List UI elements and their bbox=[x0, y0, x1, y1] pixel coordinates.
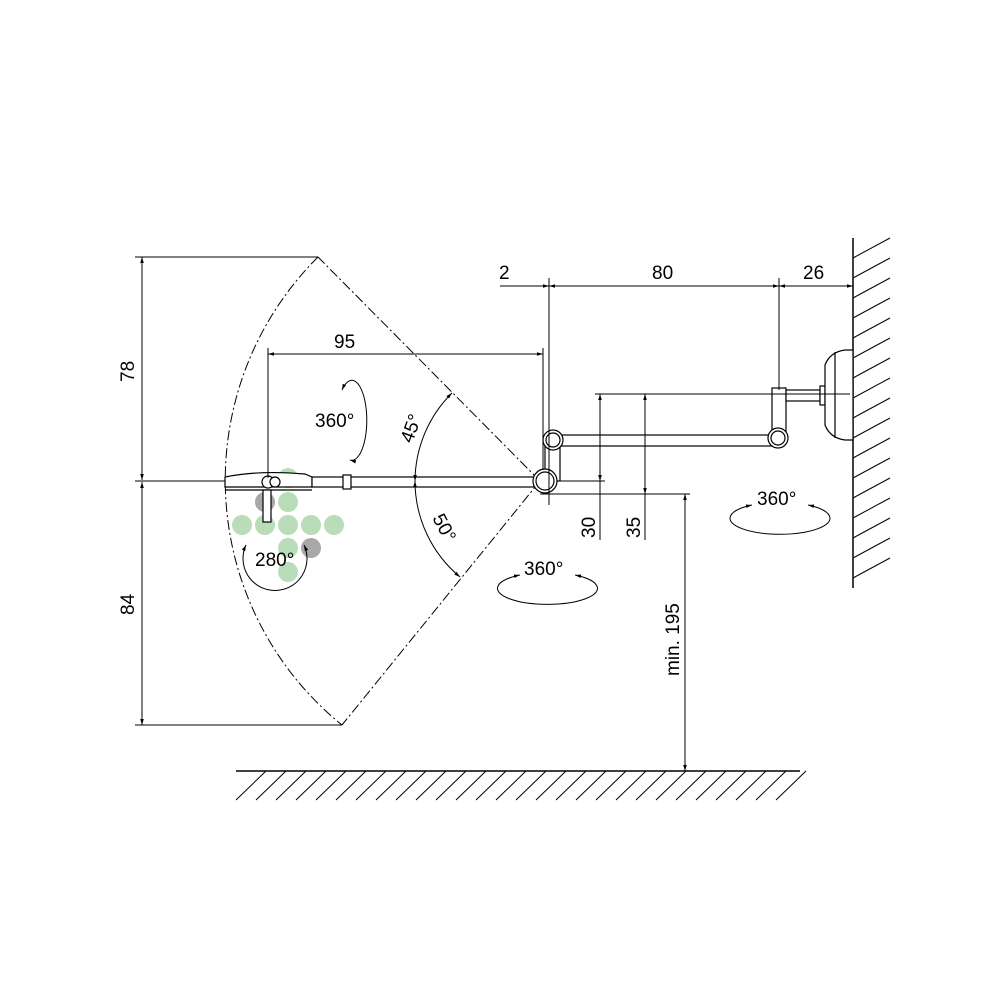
floor-hatch-line bbox=[435, 770, 467, 801]
head-tilt-label: 280° bbox=[255, 550, 294, 571]
floor-hatch-line bbox=[235, 770, 267, 801]
dim-84-label: 84 bbox=[118, 593, 139, 615]
lower-arm bbox=[311, 474, 535, 490]
dim-78-label: 78 bbox=[118, 361, 139, 382]
floor-hatch-line bbox=[515, 770, 547, 801]
led-dot-green bbox=[232, 515, 252, 535]
dim-80-label: 80 bbox=[652, 263, 673, 284]
lamp-head bbox=[224, 471, 313, 523]
floor-hatch-line bbox=[675, 770, 707, 801]
wall-hatch-line bbox=[852, 417, 891, 439]
floor-hatch-line bbox=[635, 770, 667, 801]
wall-hatch-line bbox=[852, 317, 891, 339]
dim-35-label: 35 bbox=[624, 517, 645, 538]
led-dot-green bbox=[278, 492, 298, 512]
floor-hatch-line bbox=[615, 770, 647, 801]
floor-hatch-line bbox=[475, 770, 507, 801]
floor-hatch-line bbox=[415, 770, 447, 801]
floor-hatch-line bbox=[595, 770, 627, 801]
wall-hatch-line bbox=[852, 337, 891, 359]
wall-hatch-line bbox=[852, 497, 891, 519]
wall-rotation-label: 360° bbox=[757, 489, 796, 510]
floor-hatch-line bbox=[335, 770, 367, 801]
floor-hatch-line bbox=[315, 770, 347, 801]
wall-hatch-line bbox=[852, 277, 891, 299]
led-dot-green bbox=[301, 515, 321, 535]
floor-hatch-line bbox=[495, 770, 527, 801]
wall-hatch-line bbox=[852, 377, 891, 399]
wall-hatch-line bbox=[852, 537, 891, 559]
floor-hatch-line bbox=[255, 770, 287, 801]
dim-95-label: 95 bbox=[334, 332, 355, 353]
dimension-lines bbox=[135, 256, 853, 771]
floor-hatch-line bbox=[575, 770, 607, 801]
floor-hatch-line bbox=[355, 770, 387, 801]
wall-hatch-line bbox=[852, 477, 891, 499]
floor-hatch-line bbox=[535, 770, 567, 801]
dim-2-label: 2 bbox=[499, 263, 510, 284]
motion-envelope bbox=[224, 256, 541, 726]
joint-rotation-label: 360° bbox=[524, 559, 563, 580]
floor-hatch-line bbox=[455, 770, 487, 801]
floor-hatch-line bbox=[555, 770, 587, 801]
head-rotation-label: 360° bbox=[315, 411, 354, 432]
dim-26-label: 26 bbox=[803, 263, 824, 284]
wall-hatch-line bbox=[852, 297, 891, 319]
floor-hatch-line bbox=[755, 770, 787, 801]
floor-hatch-line bbox=[275, 770, 307, 801]
wall-hatch-line bbox=[852, 557, 891, 579]
wall-hatch-line bbox=[852, 437, 891, 459]
min-height-label: min. 195 bbox=[663, 603, 684, 676]
wall bbox=[852, 237, 891, 588]
floor-hatch-line bbox=[715, 770, 747, 801]
floor-hatch-line bbox=[375, 770, 407, 801]
floor bbox=[235, 770, 807, 801]
led-dot-gray bbox=[301, 538, 321, 558]
led-dot-green bbox=[324, 515, 344, 535]
led-dot-green bbox=[278, 515, 298, 535]
wall-hatch-line bbox=[852, 457, 891, 479]
floor-hatch-line bbox=[395, 770, 427, 801]
floor-hatch-line bbox=[735, 770, 767, 801]
floor-hatch-line bbox=[695, 770, 727, 801]
floor-hatch-line bbox=[655, 770, 687, 801]
led-dot-green bbox=[278, 562, 298, 582]
wall-hatch-line bbox=[852, 397, 891, 419]
floor-hatch-line bbox=[295, 770, 327, 801]
wall-hatch-line bbox=[852, 237, 891, 259]
floor-hatch-line bbox=[775, 770, 807, 801]
angle-50-label: 50° bbox=[428, 510, 460, 545]
wall-hatch-line bbox=[852, 517, 891, 539]
upper-arm bbox=[532, 349, 854, 494]
wall-hatch-line bbox=[852, 357, 891, 379]
wall-hatch-line bbox=[852, 257, 891, 279]
dim-30-label: 30 bbox=[579, 517, 600, 538]
